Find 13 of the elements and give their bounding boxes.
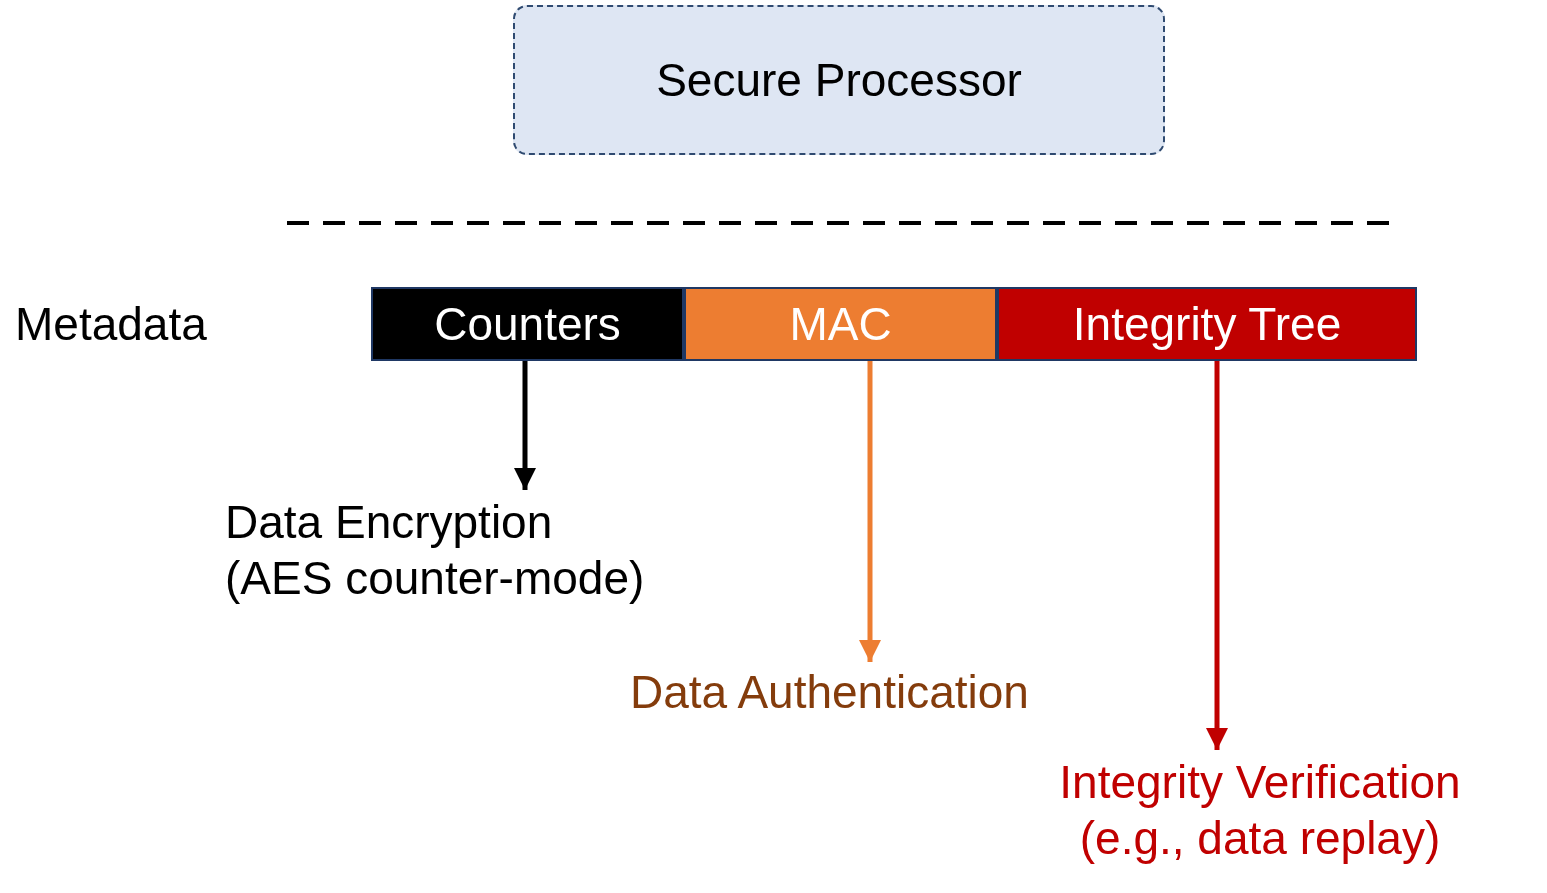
arrow: [513, 361, 537, 490]
function-text: Data Encryption: [225, 495, 553, 550]
metadata-segment: Counters: [371, 287, 684, 361]
function-text: (e.g., data replay): [1079, 811, 1441, 866]
function-text: Integrity Verification: [1059, 755, 1461, 810]
function-text: (AES counter-mode): [225, 551, 645, 606]
metadata-segment: MAC: [684, 287, 997, 361]
function-text: Data Authentication: [630, 665, 1029, 720]
metadata-segment: Integrity Tree: [997, 287, 1417, 361]
row-label: Metadata: [15, 297, 207, 352]
processor-box: Secure Processor: [513, 5, 1165, 155]
arrow: [858, 361, 882, 662]
arrow: [1205, 361, 1229, 750]
